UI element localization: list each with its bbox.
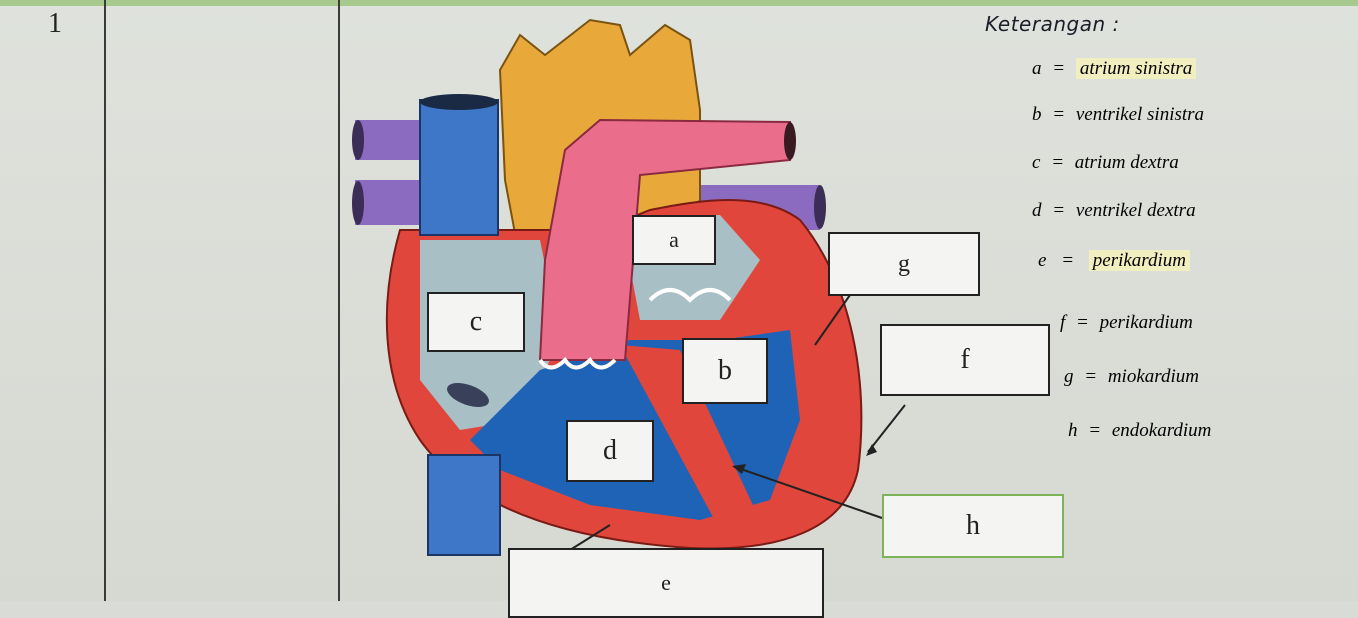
label-box-d: d: [566, 420, 654, 482]
legend-item-d: d = ventrikel dextra: [1032, 200, 1196, 222]
legend-item-g: g = miokardium: [1064, 366, 1199, 388]
label-box-f: f: [880, 324, 1050, 396]
label-box-h: h: [882, 494, 1064, 558]
label-box-g: g: [828, 232, 980, 296]
legend-item-e: e = perikardium: [1038, 250, 1190, 272]
pointer-line: [868, 405, 905, 452]
label-box-b: b: [682, 338, 768, 404]
vena-cava: [420, 100, 498, 235]
worksheet-page: 1: [0, 0, 1358, 601]
legend-item-h: h = endokardium: [1068, 420, 1211, 442]
legend-item-f: f = perikardium: [1060, 312, 1193, 334]
legend: Keterangan :: [985, 12, 1355, 36]
legend-item-a: a = atrium sinistra: [1032, 58, 1196, 80]
vena-cava: [428, 455, 500, 555]
legend-title: Keterangan :: [985, 12, 1355, 36]
label-box-e: e: [508, 548, 824, 618]
legend-item-c: c = atrium dextra: [1032, 152, 1179, 174]
column-divider: [104, 0, 106, 601]
legend-item-b: b = ventrikel sinistra: [1032, 104, 1204, 126]
column-divider: [338, 0, 340, 601]
label-box-c: c: [427, 292, 525, 352]
label-box-a: a: [632, 215, 716, 265]
row-number: 1: [48, 8, 62, 40]
